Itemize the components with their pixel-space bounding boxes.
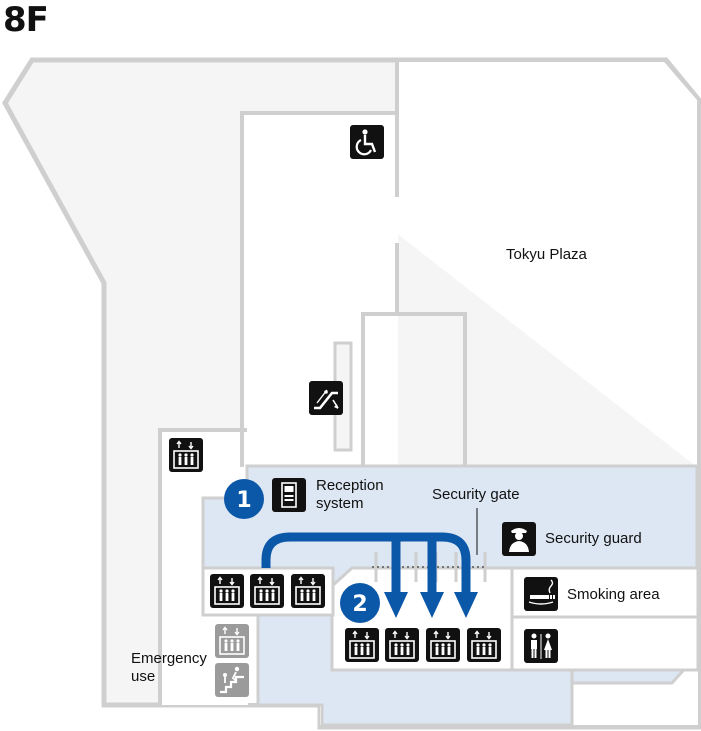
marker-2: 2 (340, 583, 380, 623)
marker-2-number: 2 (352, 592, 367, 617)
elevator-icon (249, 573, 285, 609)
route-arrow (454, 592, 478, 618)
reception-label-line1: Reception (316, 477, 384, 494)
escalator-icon (309, 381, 343, 415)
restroom-icon (524, 629, 558, 663)
elevator-icon (466, 627, 502, 663)
emergency-label-line2: use (131, 668, 156, 685)
route-arrow (420, 592, 444, 618)
elevator-icon (290, 573, 326, 609)
floor-title: 8F (3, 0, 49, 40)
route-path (261, 532, 471, 598)
elevator-icon (344, 627, 380, 663)
marker-1-number: 1 (236, 488, 251, 513)
elevator-icon (384, 627, 420, 663)
marker-1: 1 (224, 479, 264, 519)
emergency-label-line1: Emergency (131, 650, 207, 667)
elevator-icon (168, 437, 204, 473)
emergency-stairs-icon (215, 663, 249, 697)
smoking-icon (524, 577, 558, 611)
reception-terminal-icon (272, 478, 306, 512)
elevator-icon (209, 573, 245, 609)
security-gate-label: Security gate (432, 486, 520, 503)
security-guard-icon (502, 522, 536, 556)
tokyu-plaza-label: Tokyu Plaza (506, 246, 587, 263)
elevator-icon (425, 627, 461, 663)
wheelchair-accessible-icon (350, 125, 384, 159)
route-arrow (384, 592, 408, 618)
emergency-elevator-icon (214, 623, 250, 659)
smoking-area-label: Smoking area (567, 586, 660, 603)
reception-label-line2: system (316, 495, 364, 512)
security-guard-label: Security guard (545, 530, 642, 547)
